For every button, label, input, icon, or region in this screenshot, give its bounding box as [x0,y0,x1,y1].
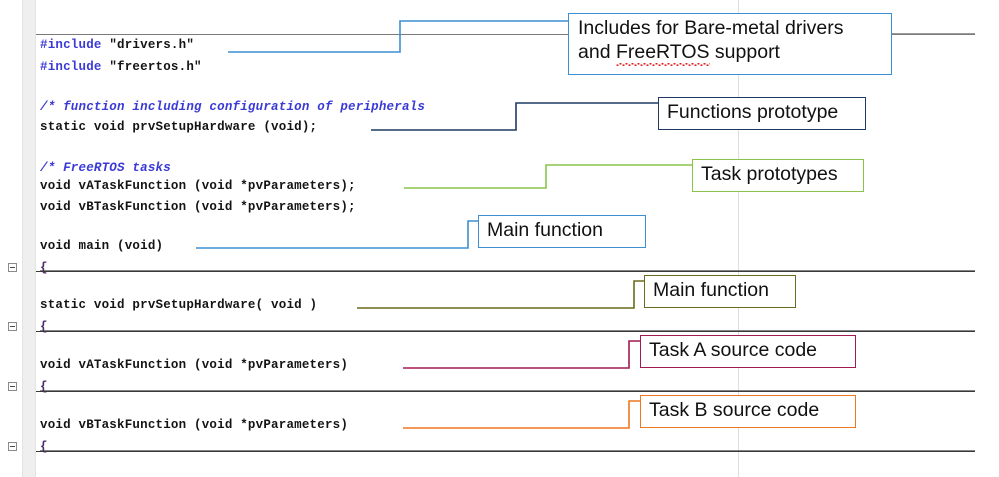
spellcheck-underlined-word: FreeRTOS [615,40,710,66]
code-token-brace: { [40,440,48,454]
code-token-pp: #include [40,60,110,74]
callout-label: Main function [487,218,603,241]
separator-rule [36,451,975,453]
code-line[interactable]: static void prvSetupHardware (void); [40,120,317,134]
code-line[interactable]: void vBTaskFunction (void *pvParameters) [40,418,348,432]
code-token-brace: { [40,320,48,334]
code-line[interactable]: void vATaskFunction (void *pvParameters) [40,358,348,372]
code-line[interactable]: static void prvSetupHardware( void ) [40,298,317,312]
code-line[interactable]: { [40,261,48,275]
callout-label: Task B source code [649,398,820,421]
callout-main-function-lower[interactable]: Main function [644,275,796,308]
callout-main-function-upper[interactable]: Main function [478,215,646,248]
code-line[interactable]: #include "freertos.h" [40,60,202,74]
separator-rule [36,331,975,333]
code-line[interactable]: void vATaskFunction (void *pvParameters)… [40,179,356,193]
callout-functions-prototype[interactable]: Functions prototype [658,97,866,130]
code-line[interactable]: { [40,380,48,394]
code-token-brace: { [40,261,48,275]
code-token-pp: #include [40,38,110,52]
code-line[interactable]: /* function including configuration of p… [40,100,425,114]
code-line[interactable]: void main (void) [40,239,163,253]
separator-rule [36,391,975,393]
code-token-kw: void vBTaskFunction (void *pvParameters)… [40,200,356,214]
code-token-str: "freertos.h" [109,60,202,74]
code-token-kw: static void prvSetupHardware( void ) [40,298,318,312]
code-fold-icon[interactable] [8,442,17,451]
code-line[interactable]: #include "drivers.h" [40,38,194,52]
callout-label: Task prototypes [701,162,838,185]
code-line[interactable]: { [40,440,48,454]
callout-label-line1: Includes for Bare-metal drivers [578,17,844,39]
column-guide-line [738,0,739,477]
callout-label: Task A source code [649,338,818,361]
callout-label: Functions prototype [667,100,839,123]
code-line[interactable]: { [40,320,48,334]
code-token-kw: void vATaskFunction (void *pvParameters) [40,358,349,372]
editor-gutter[interactable] [22,0,36,477]
code-token-cmt: /* function including configuration of p… [40,100,426,114]
callout-task-a-source[interactable]: Task A source code [640,335,856,368]
code-fold-icon[interactable] [8,382,17,391]
separator-rule [36,271,975,273]
callout-label: Main function [653,278,769,301]
code-line[interactable]: /* FreeRTOS tasks [40,161,171,175]
code-token-str: "drivers.h" [109,38,195,52]
code-token-kw: void vBTaskFunction (void *pvParameters) [40,418,349,432]
code-token-brace: { [40,380,48,394]
code-token-kw: void main (void) [40,239,164,253]
callout-label-line2: and FreeRTOS support [578,40,780,66]
callout-task-prototypes[interactable]: Task prototypes [692,159,864,192]
code-fold-icon[interactable] [8,263,17,272]
callout-task-b-source[interactable]: Task B source code [640,395,856,428]
code-line[interactable]: void vBTaskFunction (void *pvParameters)… [40,200,356,214]
code-token-kw: static void prvSetupHardware (void); [40,120,318,134]
code-token-cmt: /* FreeRTOS tasks [40,161,171,175]
code-token-kw: void vATaskFunction (void *pvParameters)… [40,179,356,193]
code-fold-icon[interactable] [8,322,17,331]
